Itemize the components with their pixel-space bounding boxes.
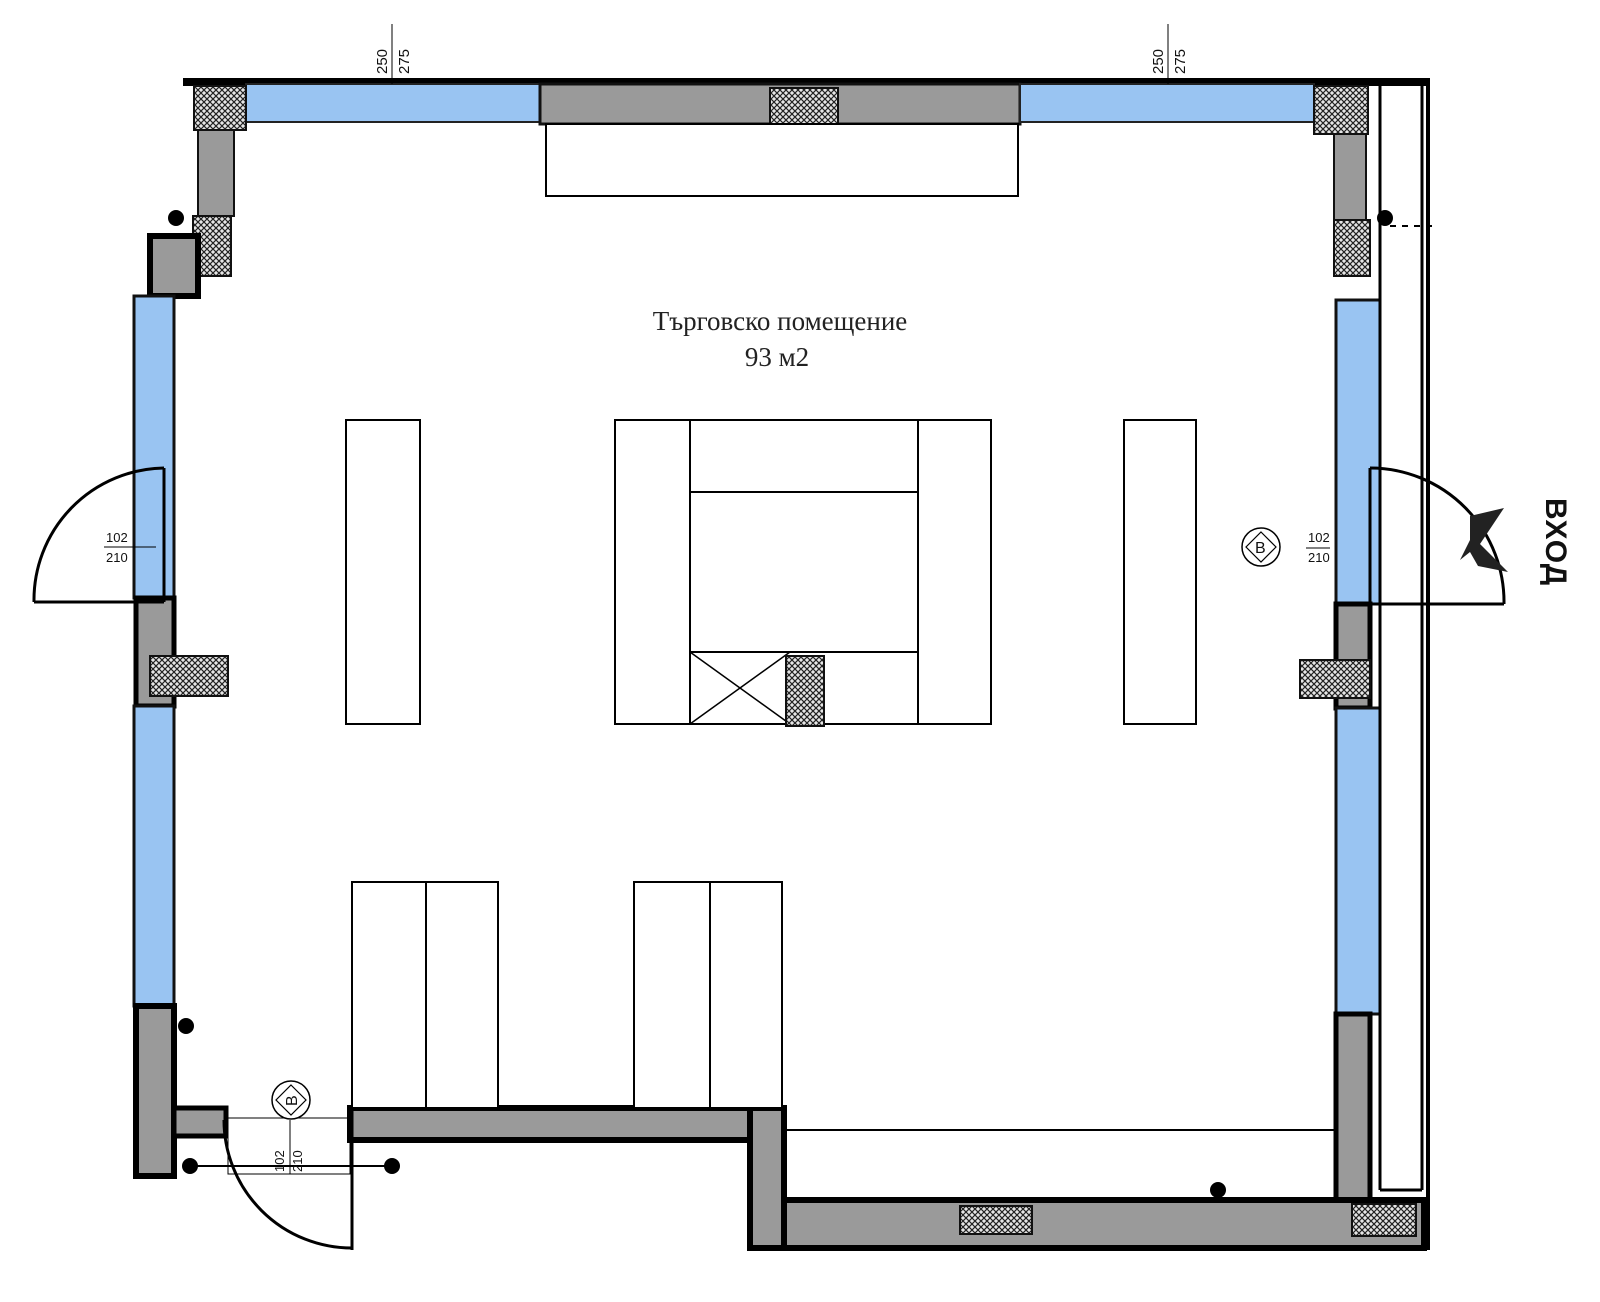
top-right-window-height: 275 (1172, 49, 1189, 74)
shelf-right (1123, 419, 1197, 725)
door-right: 102 210 В (1241, 466, 1508, 606)
door-left: 102 210 (32, 466, 166, 604)
door-right-height: 210 (1308, 550, 1330, 565)
door-bottom: 102 210 В (222, 1080, 354, 1250)
top-right-window-dims: 250 275 (1150, 24, 1189, 84)
entrance-arrow-icon (1460, 508, 1508, 572)
top-right-window (1019, 83, 1315, 123)
room-name: Търговско помещение (653, 306, 908, 336)
furniture (345, 123, 1197, 1109)
door-bottom-marker-label: В (284, 1095, 301, 1106)
top-left-window-dims: 250 275 (374, 24, 413, 84)
door-bottom-marker: В (271, 1080, 311, 1120)
left-upper-window (132, 294, 176, 600)
bottom-shelf-right (633, 881, 783, 1109)
right-upper-window (1334, 298, 1382, 606)
door-left-height: 210 (106, 550, 128, 565)
shelf-left (345, 419, 421, 725)
entrance-label: ВХОД (1539, 498, 1572, 586)
top-left-window-width: 250 (374, 49, 391, 74)
door-bottom-height: 210 (290, 1150, 305, 1172)
door-right-marker: В (1241, 527, 1281, 567)
door-bottom-width: 102 (272, 1150, 287, 1172)
door-right-marker-label: В (1255, 540, 1266, 557)
right-lower-window (1334, 706, 1382, 1016)
outer-walls (132, 78, 1432, 1251)
room-area: 93 м2 (745, 342, 809, 372)
top-counter (545, 123, 1019, 197)
top-left-window-height: 275 (396, 49, 413, 74)
door-left-width: 102 (106, 530, 128, 545)
door-right-width: 102 (1308, 530, 1330, 545)
top-left-window (245, 83, 541, 123)
left-lower-window (132, 704, 176, 1008)
top-right-window-width: 250 (1150, 49, 1167, 74)
